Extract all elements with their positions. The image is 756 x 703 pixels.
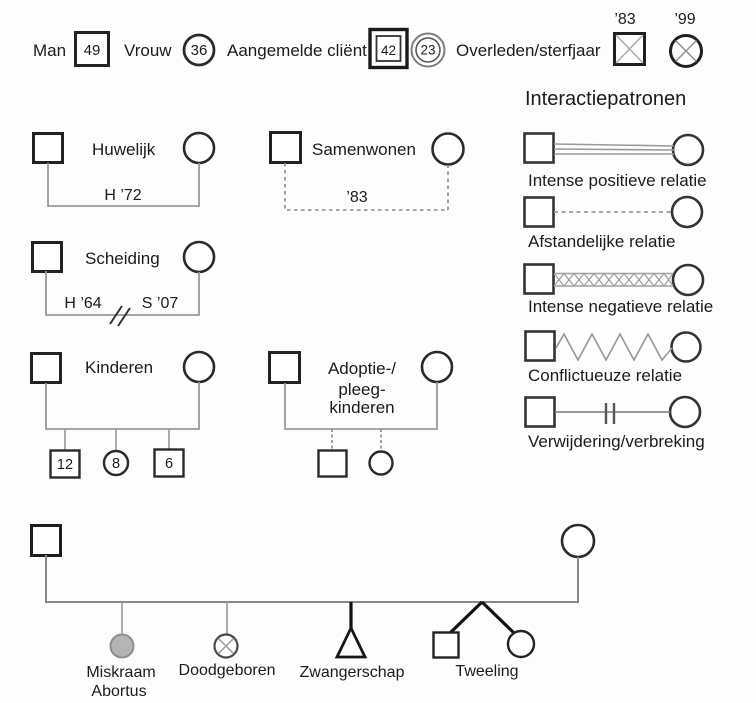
divorce-line bbox=[45, 271, 200, 316]
doodgeboren-label: Doodgeboren bbox=[179, 662, 276, 679]
child-son-symbol bbox=[49, 449, 81, 479]
adoptie-title-line: kinderen bbox=[329, 398, 394, 417]
kinderen-section: Kinderen 12 8 6 bbox=[30, 350, 216, 479]
sibship-line bbox=[45, 382, 200, 430]
vrouw-age: 36 bbox=[191, 42, 208, 59]
scheiding-separation-year: S ’07 bbox=[142, 295, 179, 312]
deceased-label: Overleden/sterfjaar bbox=[456, 41, 601, 60]
divorce-slash bbox=[109, 305, 123, 325]
samenwonen-title: Samenwonen bbox=[312, 140, 416, 159]
divorce-slash bbox=[117, 307, 131, 327]
child-age: 8 bbox=[112, 456, 120, 472]
pattern-female-symbol bbox=[671, 133, 705, 167]
vrouw-label: Vrouw bbox=[124, 41, 172, 60]
miskraam-symbol bbox=[109, 633, 135, 659]
tweeling-son-symbol bbox=[432, 631, 460, 659]
adoptie-title-line: pleeg- bbox=[338, 380, 385, 399]
tweeling-branch-line bbox=[480, 600, 516, 635]
triple-line bbox=[553, 148, 675, 151]
huwelijk-title: Huwelijk bbox=[92, 140, 156, 159]
doodgeboren-cross bbox=[217, 637, 235, 655]
interactiepatronen-title: Interactiepatronen bbox=[525, 88, 686, 110]
man-age: 49 bbox=[84, 42, 101, 59]
client-label: Aangemelde cliënt bbox=[227, 41, 367, 60]
pattern-male-symbol bbox=[524, 330, 556, 362]
bottom-father-symbol bbox=[30, 524, 62, 557]
zwangerschap-symbol bbox=[334, 624, 368, 659]
mother-symbol bbox=[182, 350, 216, 384]
adopted-daughter-symbol bbox=[368, 450, 394, 476]
tweeling-daughter-symbol bbox=[506, 629, 536, 659]
pattern-label: Afstandelijke relatie bbox=[528, 232, 675, 251]
father-symbol bbox=[30, 352, 62, 384]
child-daughter-symbol bbox=[102, 449, 130, 477]
scheiding-marriage-year: H ’64 bbox=[64, 295, 101, 312]
conflict-zigzag-line bbox=[555, 332, 673, 362]
bottom-family-line bbox=[45, 555, 579, 603]
wife-symbol bbox=[182, 131, 216, 165]
pattern-female-symbol bbox=[668, 395, 702, 429]
triple-line bbox=[553, 143, 675, 147]
client-male-age: 42 bbox=[381, 43, 396, 58]
kinderen-title: Kinderen bbox=[85, 358, 153, 377]
scheiding-title: Scheiding bbox=[85, 249, 160, 268]
adoptive-father-symbol bbox=[268, 351, 301, 384]
deceased-female-cross bbox=[674, 39, 698, 63]
deceased-male-year: ’83 bbox=[614, 11, 635, 28]
deceased-female-year: ’99 bbox=[674, 11, 695, 28]
child-age: 12 bbox=[57, 457, 73, 473]
pregnancy-symbols-section: Miskraam Abortus Doodgeboren Zwangerscha… bbox=[30, 523, 596, 700]
deceased-male-cross bbox=[615, 34, 644, 64]
adoptie-section: Adoptie-/ pleeg- kinderen bbox=[268, 350, 454, 478]
adopted-son-symbol bbox=[317, 449, 348, 478]
tweeling-branch-line bbox=[448, 600, 484, 635]
pattern-label: Intense negatieve relatie bbox=[528, 297, 713, 316]
pattern-male-symbol bbox=[523, 132, 555, 164]
pattern-male-symbol bbox=[524, 396, 556, 428]
partner-female-symbol bbox=[431, 132, 465, 166]
pattern-label: Conflictueuze relatie bbox=[528, 366, 682, 385]
pattern-female-symbol bbox=[671, 263, 705, 297]
pattern-male-symbol bbox=[523, 196, 555, 228]
pattern-male-symbol bbox=[523, 263, 555, 295]
adoptie-sibship-line bbox=[284, 382, 438, 430]
marriage-line bbox=[47, 163, 200, 207]
samenwonen-year: ’83 bbox=[346, 189, 367, 206]
huwelijk-section: Huwelijk H ’72 bbox=[32, 131, 216, 207]
zwangerschap-label: Zwangerschap bbox=[300, 664, 405, 681]
client-female-symbol-inner bbox=[415, 37, 441, 63]
pattern-label: Verwijdering/verbreking bbox=[528, 432, 705, 451]
adoptive-mother-symbol bbox=[420, 350, 454, 384]
client-female-age: 23 bbox=[420, 43, 435, 58]
pattern-female-symbol bbox=[670, 331, 702, 363]
child-son-symbol bbox=[153, 448, 185, 478]
miskraam-label: Miskraam bbox=[86, 664, 155, 681]
man-symbol bbox=[74, 31, 110, 67]
man-label: Man bbox=[33, 41, 66, 60]
scheiding-section: Scheiding H ’64 S ’07 bbox=[31, 240, 216, 327]
pattern-female-symbol bbox=[670, 195, 704, 229]
partner-male-symbol bbox=[269, 131, 302, 164]
divorced-male-symbol bbox=[31, 241, 63, 273]
client-male-symbol-inner bbox=[375, 35, 402, 62]
bottom-mother-symbol bbox=[560, 523, 596, 559]
tweeling-label: Tweeling bbox=[455, 663, 518, 680]
adoptie-title-line: Adoptie-/ bbox=[328, 359, 396, 378]
lattice-zigzag bbox=[553, 272, 674, 288]
vrouw-symbol bbox=[182, 33, 216, 67]
abortus-label: Abortus bbox=[91, 683, 146, 698]
cohabitation-dashed-line bbox=[284, 163, 449, 211]
top-legend: Man 49 Vrouw 36 Aangemelde cliënt 42 23 … bbox=[33, 11, 703, 70]
husband-symbol bbox=[32, 132, 64, 164]
lattice-zigzag bbox=[553, 272, 674, 288]
samenwonen-section: Samenwonen ’83 bbox=[269, 131, 465, 211]
pattern-label: Intense positieve relatie bbox=[528, 171, 707, 190]
child-age: 6 bbox=[165, 456, 173, 472]
interactiepatronen-section: Interactiepatronen Intense positieve rel… bbox=[523, 88, 713, 451]
huwelijk-year: H ’72 bbox=[104, 187, 141, 204]
divorced-female-symbol bbox=[182, 240, 216, 274]
